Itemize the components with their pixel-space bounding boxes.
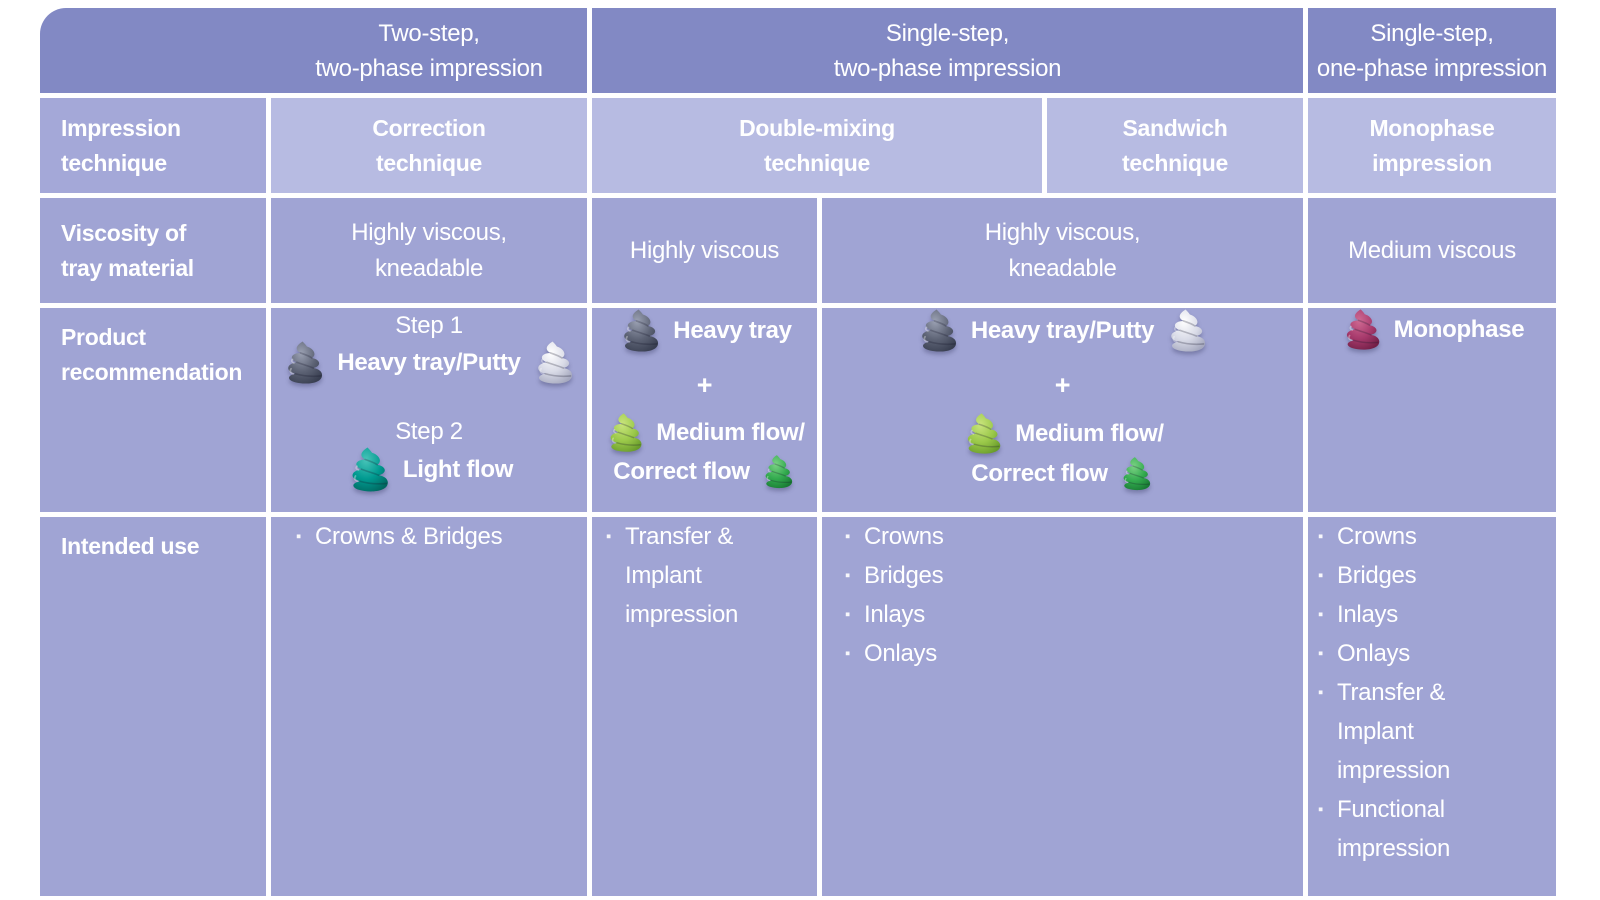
intended-use-item: ▪ Crowns & Bridges [296,517,567,556]
intended-use-item: ▪ Inlays [1318,595,1516,634]
heavy-tray-icon [915,308,961,354]
intended-use-text: Functional impression [1337,796,1451,862]
cell-viscosity-double-mixing: Highly viscous [592,198,817,303]
bullet-icon: ▪ [1318,528,1324,545]
row-label-impression-technique: Impression technique [40,98,266,193]
cell-correction-technique: Correction technique [271,98,587,193]
intended-use-item: ▪ Onlays [845,634,1283,673]
row-label-viscosity: Viscosity of tray material [40,198,266,303]
intended-use-item: ▪ Bridges [1318,556,1516,595]
cell-viscosity-correction: Highly viscous, kneadable [271,198,587,303]
cell-products-sandwich: Heavy tray/Putty + Medium flow/ Correct … [822,308,1303,512]
bullet-icon: ▪ [1318,645,1324,662]
header-single-step-two-phase: Single-step, two-phase impression [592,8,1303,93]
intended-use-item: ▪ Crowns [845,517,1283,556]
intended-use-item: ▪ Crowns [1318,517,1516,556]
impression-techniques-table: Two-step, two-phase impression Single-st… [40,8,1556,896]
step-2-label: Step 2 [395,418,463,445]
product-name: Heavy tray/Putty [970,317,1155,344]
intended-use-text: Inlays [1337,601,1398,628]
heavy-tray-icon [617,308,663,354]
intended-use-item: ▪ Transfer & Implant impression [1318,673,1516,790]
intended-use-text: Crowns [864,523,944,550]
product-name: Medium flow/ [1015,420,1164,447]
list-intended-use-monophase: ▪ Crowns ▪ Bridges ▪ Inlays ▪ Onlays ▪ Transfer &… [1308,517,1556,896]
bullet-icon: ▪ [845,567,851,584]
product-name: Monophase [1393,316,1525,343]
plus-sign: + [1054,370,1071,400]
bullet-icon: ▪ [1318,606,1324,623]
row-label-intended-use: Intended use [40,517,266,896]
cell-products-correction: Step 1 Heavy tray/Putty Step 2 Light flo… [271,308,587,512]
medium-flow-icon [604,412,646,454]
header-text: Single-step, two-phase impression [833,19,1062,82]
intended-use-item: ▪ Onlays [1318,634,1516,673]
medium-flow-icon [961,412,1005,456]
row-label-product-recommendation: Product recommendation [40,308,266,512]
bullet-icon: ▪ [606,528,612,545]
product-name: Correct flow [971,460,1108,487]
cell-viscosity-monophase: Medium viscous [1308,198,1556,303]
intended-use-text: Transfer & Implant impression [1337,679,1451,784]
intended-use-text: Crowns & Bridges [315,523,503,550]
product-name: Medium flow/ [656,419,805,446]
product-name: Light flow [402,456,514,483]
product-name: Correct flow [613,458,750,485]
header-text: Two-step, two-phase impression [315,19,543,82]
correct-flow-icon [760,454,796,490]
cell-sandwich-technique: Sandwich technique [1047,98,1303,193]
cell-monophase-impression: Monophase impression [1308,98,1556,193]
intended-use-text: Inlays [864,601,925,628]
bullet-icon: ▪ [296,528,302,545]
bullet-icon: ▪ [845,606,851,623]
row-label-text: Intended use [61,533,200,559]
intended-use-item: ▪ Transfer & Implant impression [606,517,787,634]
header-two-step-two-phase: Two-step, two-phase impression [40,8,587,93]
intended-use-text: Onlays [1337,640,1410,667]
intended-use-item: ▪ Functional impression [1318,790,1516,868]
monophase-icon [1340,308,1384,352]
list-intended-use-sandwich: ▪ Crowns ▪ Bridges ▪ Inlays ▪ Onlays [822,517,1303,896]
list-intended-use-correction: ▪ Crowns & Bridges [271,517,587,896]
bullet-icon: ▪ [1318,684,1324,701]
product-name: Heavy tray [673,317,792,344]
intended-use-text: Crowns [1337,523,1417,550]
putty-icon [1164,308,1210,354]
heavy-tray-icon [281,340,327,386]
correct-flow-icon [1118,456,1154,492]
step-1-label: Step 1 [395,312,463,339]
bullet-icon: ▪ [845,528,851,545]
intended-use-item: ▪ Bridges [845,556,1283,595]
cell-products-monophase: Monophase [1308,308,1556,512]
bullet-icon: ▪ [1318,801,1324,818]
intended-use-text: Bridges [1337,562,1417,589]
light-flow-icon [345,446,393,494]
cell-double-mixing-technique: Double-mixing technique [592,98,1042,193]
bullet-icon: ▪ [845,645,851,662]
list-intended-use-double-mixing: ▪ Transfer & Implant impression [592,517,817,896]
bullet-icon: ▪ [1318,567,1324,584]
intended-use-text: Onlays [864,640,937,667]
putty-icon [531,340,577,386]
plus-sign: + [696,370,713,400]
cell-viscosity-sandwich: Highly viscous, kneadable [822,198,1303,303]
product-name: Heavy tray/Putty [337,349,521,376]
intended-use-text: Bridges [864,562,944,589]
intended-use-text: Transfer & Implant impression [625,523,739,628]
header-single-step-one-phase: Single-step, one-phase impression [1308,8,1556,93]
header-text: Single-step, one-phase impression [1316,19,1548,82]
intended-use-item: ▪ Inlays [845,595,1283,634]
cell-products-double-mixing: Heavy tray + Medium flow/ Correct flow [592,308,817,512]
